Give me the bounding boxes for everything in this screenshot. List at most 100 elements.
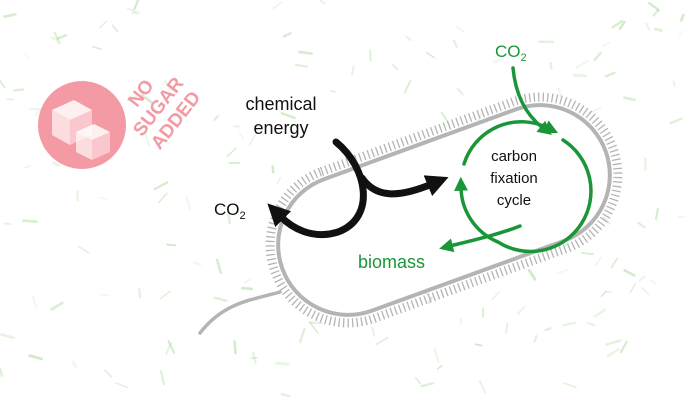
background-bacterium	[127, 96, 137, 102]
background-bacterium	[72, 360, 78, 369]
background-bacterium	[414, 377, 421, 385]
background-bacterium	[126, 7, 137, 13]
background-bacterium	[459, 317, 463, 325]
background-bacterium	[602, 42, 611, 48]
background-bacterium	[455, 26, 465, 33]
background-bacterium	[24, 53, 31, 59]
background-bacterium	[213, 296, 228, 302]
background-bacterium	[92, 45, 103, 51]
background-bacterium	[272, 1, 283, 10]
cycle-label-line1: carbon	[491, 148, 537, 165]
background-bacterium	[478, 379, 487, 394]
chemical-energy-label-line1: chemical	[245, 94, 316, 114]
background-bacterium	[280, 392, 291, 398]
background-bacterium	[572, 73, 588, 78]
background-bacterium	[436, 365, 443, 370]
background-bacterium	[23, 165, 32, 169]
energy-to-cycle-arrow	[358, 174, 449, 198]
background-bacterium	[610, 257, 619, 269]
chemical-energy-label-line2: energy	[253, 118, 308, 138]
background-bacterium	[638, 275, 646, 282]
background-bacterium	[618, 20, 626, 30]
background-bacterium	[678, 29, 684, 39]
background-bacterium	[308, 320, 319, 334]
background-bacterium	[604, 71, 616, 78]
background-bacterium	[159, 370, 166, 386]
background-bacterium	[294, 63, 308, 68]
co2-release-arrow	[267, 138, 367, 239]
background-bacterium	[32, 295, 37, 309]
background-bacterium	[167, 340, 175, 354]
background-bacterium	[185, 196, 192, 211]
background-bacterium	[143, 131, 151, 147]
background-bacterium	[516, 305, 526, 316]
background-bacterium	[280, 111, 296, 120]
background-bacterium	[575, 59, 589, 70]
background-bacterium	[556, 269, 569, 275]
background-bacterium	[474, 343, 483, 347]
background-bacterium	[329, 90, 337, 93]
flagellum	[198, 290, 282, 335]
background-bacterium	[433, 347, 440, 363]
background-bacterium	[652, 9, 659, 17]
background-bacterium	[557, 87, 563, 98]
background-bacterium	[248, 133, 257, 146]
background-bacterium	[52, 161, 61, 168]
background-bacterium	[391, 63, 399, 71]
background-bacterium	[4, 222, 11, 225]
background-bacterium	[251, 351, 257, 364]
biomass-label: biomass	[358, 252, 425, 272]
background-bacterium	[99, 197, 108, 200]
background-bacterium	[3, 13, 17, 18]
background-bacterium	[29, 107, 42, 111]
cell-wall-hairs	[265, 92, 623, 328]
background-bacterium	[605, 290, 612, 293]
co2-intake-label: CO2	[495, 42, 527, 64]
background-bacterium	[593, 51, 602, 61]
background-bacterium	[0, 79, 6, 89]
background-bacterium	[544, 327, 552, 332]
background-bacterium	[103, 369, 113, 378]
background-bacterium	[243, 278, 251, 284]
background-bacterium	[165, 342, 173, 356]
background-bacterium	[77, 245, 90, 254]
background-bacterium	[238, 131, 245, 139]
bacterial-cell	[265, 92, 623, 328]
background-bacterium	[672, 80, 676, 87]
background-bacterium	[403, 79, 412, 94]
background-bacterium	[562, 321, 576, 327]
background-bacterium	[56, 34, 68, 40]
background-bacterium	[159, 290, 172, 300]
background-bacterium	[611, 19, 624, 29]
cycle-arc-lower	[454, 138, 593, 254]
background-bacterium	[99, 20, 108, 29]
background-bacterium	[50, 301, 64, 311]
background-bacterium	[215, 258, 223, 275]
background-bacterium	[114, 382, 129, 389]
background-bacterium	[600, 290, 607, 298]
biomass-arrow	[439, 224, 522, 253]
background-bacterium	[452, 39, 458, 49]
background-bacterium	[426, 52, 436, 59]
background-bacterium	[153, 181, 169, 191]
background-bacterium	[653, 27, 663, 33]
background-bacterium	[133, 0, 140, 11]
background-bacterium	[193, 261, 202, 267]
background-bacterium	[50, 36, 58, 42]
background-bacterium	[375, 337, 389, 345]
background-bacterium	[491, 290, 500, 301]
sugar-cubes-icon	[52, 100, 110, 160]
background-bacterium	[602, 216, 611, 225]
background-bacterium	[641, 287, 650, 296]
background-bacterium	[648, 1, 660, 12]
background-bacterium	[677, 215, 686, 219]
background-bacterium	[35, 109, 40, 116]
background-bacterium	[595, 256, 602, 266]
background-bacterium	[405, 35, 412, 41]
co2-released-label: CO2	[214, 200, 246, 222]
background-bacterium	[0, 333, 15, 339]
background-bacterium	[371, 326, 375, 337]
background-bacterium	[12, 88, 25, 92]
